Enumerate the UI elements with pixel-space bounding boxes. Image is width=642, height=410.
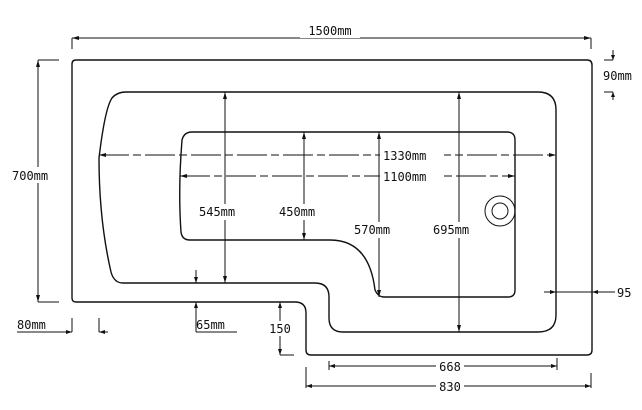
dim-step-depth: 150 [268,302,294,356]
dim-extension-outer-width: 830 [305,367,592,394]
waste-outlet-outer [484,195,516,227]
dim-depth-a: 545mm [197,92,243,283]
label-internal-length-lower: 1100mm [383,170,426,184]
label-extension-outer-width: 830 [439,380,461,394]
outer-rim [71,59,593,356]
label-depth-b: 450mm [279,205,315,219]
label-overall-length: 1500mm [308,24,351,38]
dim-depth-b: 450mm [277,132,323,240]
waste-outlet-inner [491,202,509,220]
dim-rim-right: 95 [544,286,631,300]
waste-outlet [484,195,516,227]
label-depth-a: 545mm [199,205,235,219]
dim-overall-length: 1500mm [71,24,592,49]
label-internal-length-upper: 1330mm [383,149,426,163]
dim-internal-length-lower: 1100mm [180,169,515,184]
dim-depth-d: 695mm [431,92,477,332]
dim-rim-top: 90mm [603,50,632,100]
label-depth-d: 695mm [433,223,469,237]
label-inner-bottom-step: 65mm [196,318,225,332]
label-rim-top: 90mm [603,69,632,83]
base-floor [179,131,516,298]
inner-basin [98,91,557,333]
dim-extension-inner-width: 668 [328,358,558,374]
label-depth-c: 570mm [354,223,390,237]
label-extension-inner-width: 668 [439,360,461,374]
label-rim-right: 95 [617,286,631,300]
label-rim-left: 80mm [17,318,46,332]
dim-inner-bottom-step: 65mm [194,270,237,333]
label-overall-width: 700mm [12,169,48,183]
dim-overall-width: 700mm [10,59,59,303]
dim-internal-length-upper: 1330mm [99,148,556,163]
dim-depth-c: 570mm [352,132,398,297]
dim-rim-left: 80mm [17,318,108,334]
label-step-depth: 150 [269,322,291,336]
